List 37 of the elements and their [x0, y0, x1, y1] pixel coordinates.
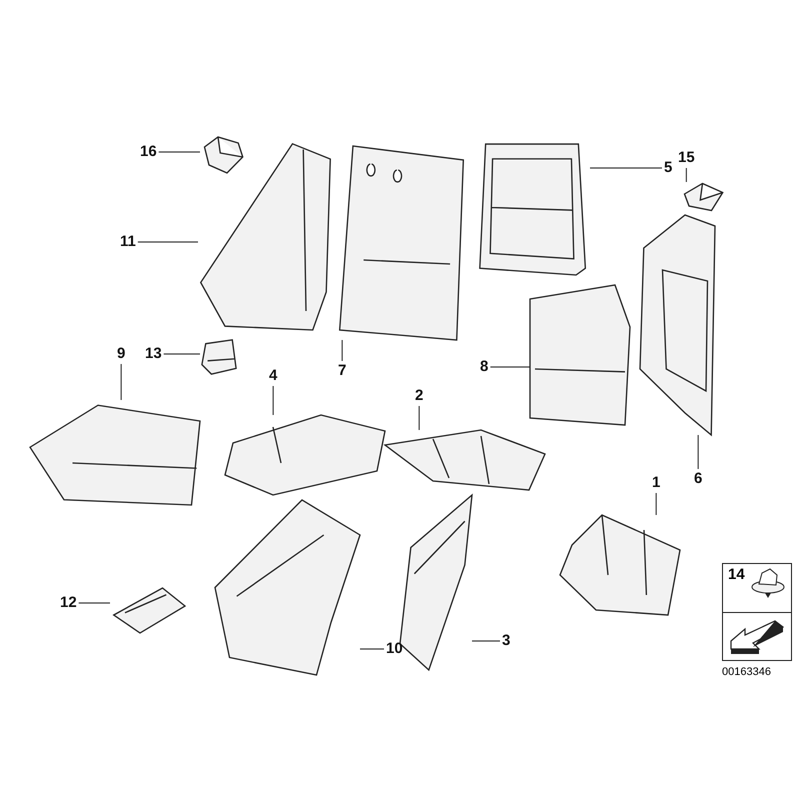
callout-number: 1: [652, 474, 660, 492]
leader-line: [418, 406, 420, 430]
leader-line: [360, 648, 384, 650]
callout-number: 10: [386, 640, 403, 658]
cap-drawing: [200, 338, 238, 376]
callout-number: 6: [694, 470, 702, 488]
seat-cushion-drawing: [215, 500, 360, 675]
callout-number: 3: [502, 632, 510, 650]
backrest-cover-drawing: [640, 215, 715, 435]
seat-frame-drawing: [225, 415, 385, 495]
leader-line: [686, 168, 687, 182]
side-panel-drawing: [198, 140, 333, 330]
backrest-drawing: [530, 285, 630, 425]
callout-number: 16: [140, 143, 157, 161]
callout-number: 7: [338, 362, 346, 380]
leader-line: [272, 386, 274, 416]
callout-number: 9: [117, 345, 126, 363]
callout-number: 14: [728, 566, 745, 584]
seat-frame-drawing: [560, 515, 680, 615]
leader-line: [490, 366, 530, 368]
callout-number: 11: [120, 233, 136, 251]
callout-number: 12: [60, 594, 77, 612]
leader-line: [472, 640, 500, 642]
callout-number: 13: [145, 345, 162, 363]
diagram-number: 00163346: [722, 665, 771, 679]
leader-line: [78, 602, 110, 604]
callout-number: 15: [678, 149, 695, 167]
callout-number: 4: [269, 367, 278, 385]
leader-line: [698, 434, 699, 470]
leader-line: [120, 364, 122, 400]
callout-number: 5: [664, 159, 672, 177]
callout-number: 2: [415, 387, 424, 405]
leader-line: [342, 340, 343, 362]
callout-number: 8: [480, 358, 488, 376]
trim-cover-drawing: [110, 588, 185, 633]
leader-line: [656, 492, 657, 516]
seat-frame-drawing: [385, 430, 545, 490]
